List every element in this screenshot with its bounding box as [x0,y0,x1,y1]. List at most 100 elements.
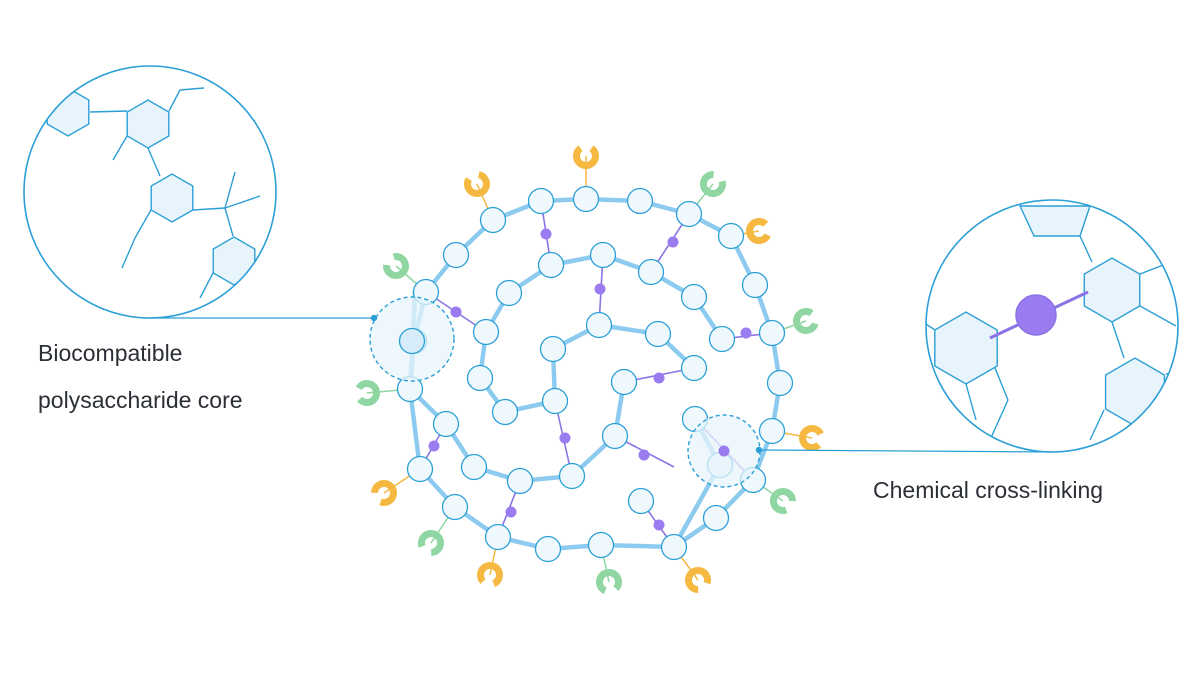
open-ring-ligand-icon [383,253,409,279]
core-connector-dot [370,314,378,322]
open-ring-ligand-icon [355,380,380,406]
monomer-bead [708,325,736,353]
crosslink-node [740,327,752,339]
bond-line [112,135,128,161]
monomer-bead [527,187,555,215]
ligand-ring [383,253,409,279]
ligand-ring [799,425,824,451]
monomer-bead [717,222,745,250]
open-ring-ligand-icon [799,425,824,451]
crosslink-connector-dot [755,446,763,454]
monomer-bead [680,354,708,382]
monomer-bead [534,535,562,563]
bond-line [1139,305,1177,327]
bond-line [994,367,1009,401]
monomer-bead [472,318,500,346]
open-ring-ligand-icon [477,562,503,587]
bond-line [1139,259,1177,275]
monomer-bead [758,319,786,347]
monomer-bead [495,279,523,307]
monomer-bead [758,417,786,445]
bond-line [224,171,236,209]
ligand-ring [793,308,819,334]
bond-line [121,237,136,269]
open-ring-ligand-icon [573,145,599,169]
monomer-bead [702,504,730,532]
monomer-bead [406,455,434,483]
monomer-bead [479,206,507,234]
monomer-bead [680,283,708,311]
open-ring-ligand-icon [700,171,726,197]
hexagon-ring [1104,357,1166,427]
monomer-bead [558,462,586,490]
crosslink-node [653,372,665,384]
ligand-ring [596,569,622,594]
ligand-ring [371,480,397,506]
monomer-bead [601,422,629,450]
ligand-ring [355,380,380,406]
monomer-bead [506,467,534,495]
bond-line [989,399,1009,441]
hexagon-ring [212,236,256,286]
open-ring-ligand-icon [418,530,444,556]
open-ring-ligand-icon [464,171,490,197]
monomer-bead [539,335,567,363]
hexagon-ring [150,173,194,223]
bond-line [926,319,936,331]
ligand-ring [418,530,444,556]
label-core-line1: Biocompatible [38,340,183,366]
ligand-ring [770,488,796,514]
open-ring-ligand-icon [793,308,819,334]
open-ring-ligand-icon [596,569,622,594]
monomer-bead [610,368,638,396]
monomer-bead [585,311,613,339]
monomer-bead [484,523,512,551]
monomer-bead [627,487,655,515]
crosslink-node [428,440,440,452]
crosslink-connector-line [758,449,1053,453]
crosslink-node [540,228,552,240]
monomer-bead [589,241,617,269]
open-ring-ligand-icon [746,218,771,244]
monomer-bead [587,531,615,559]
ligand-ring [746,218,771,244]
bond-line [179,87,205,91]
monomer-bead [491,398,519,426]
crosslink-node [450,306,462,318]
core-highlight-bead [398,327,426,355]
monomer-bead [660,533,688,561]
hexagon-ring [1083,257,1141,323]
monomer-beads [396,185,794,563]
crosslink-node-large [1015,294,1057,336]
crosslink-node [653,519,665,531]
bond-line [134,209,152,239]
ligand-ring [685,567,711,593]
monomer-bead [541,387,569,415]
bond-line [168,89,181,112]
bond-line [965,383,977,421]
monomer-bead [626,187,654,215]
label-crosslink: Chemical cross-linking [873,477,1104,503]
bond-line [1089,409,1105,441]
bond-line [199,272,214,299]
ligand-ring [573,145,599,169]
monomer-bead [432,410,460,438]
monomer-bead [637,258,665,286]
hexagon-ring [934,311,998,385]
bond-line [224,195,261,209]
ligand-ring [477,562,503,587]
bond-line [192,207,226,211]
bond-line [147,147,161,177]
bond-line [254,272,271,293]
bond-line [1079,235,1093,263]
core-zoom-structure [46,67,271,299]
hexagon-ring [126,99,170,149]
bond-line [89,110,128,113]
monomer-bead [460,453,488,481]
monomer-bead [572,185,600,213]
crosslink-node [667,236,679,248]
crosslink-node [638,449,650,461]
crosslink-node [594,283,606,295]
